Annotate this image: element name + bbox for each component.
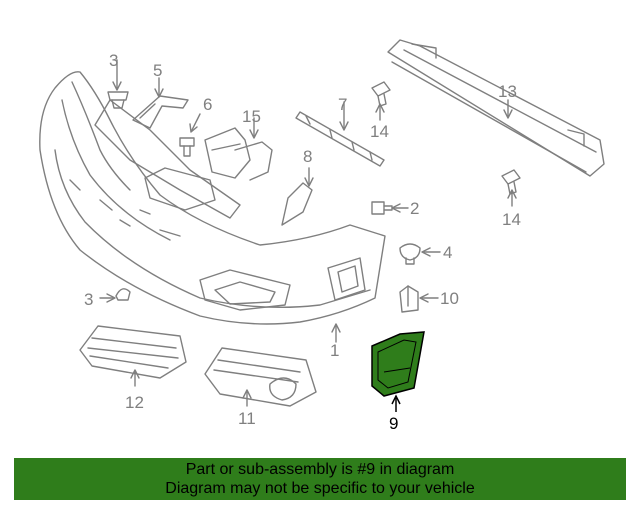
callout-11: 11 bbox=[238, 409, 256, 428]
bolt-part-6 bbox=[179, 113, 201, 157]
callout-13: 13 bbox=[498, 82, 517, 101]
clip-part-3-bottom bbox=[99, 288, 131, 303]
callout-8: 8 bbox=[303, 147, 312, 166]
highlighted-part-9 bbox=[371, 331, 425, 412]
callout-14-upper: 14 bbox=[370, 122, 389, 141]
callout-3-bottom: 3 bbox=[84, 290, 93, 309]
bolt-part-2 bbox=[371, 201, 409, 215]
callout-6: 6 bbox=[203, 95, 212, 114]
clip-part-10 bbox=[399, 285, 439, 313]
bracket-part-5 bbox=[132, 77, 189, 129]
parts-diagram: 1 2 3 3 4 5 6 7 8 9 10 11 12 13 14 14 15 bbox=[39, 39, 605, 433]
banner-line-2: Diagram may not be specific to your vehi… bbox=[165, 480, 475, 497]
bolt-part-14-upper bbox=[371, 81, 391, 121]
callout-10: 10 bbox=[440, 289, 459, 308]
bracket-part-7 bbox=[295, 101, 385, 167]
info-banner: Part or sub-assembly is #9 in diagram Di… bbox=[14, 458, 626, 500]
cover-part-8 bbox=[281, 167, 314, 226]
callout-14-lower: 14 bbox=[502, 210, 521, 229]
reinforcement-part-13 bbox=[387, 39, 605, 177]
callout-15: 15 bbox=[242, 107, 261, 126]
callout-4: 4 bbox=[443, 243, 452, 262]
bumper-cover bbox=[39, 71, 386, 325]
callout-1: 1 bbox=[330, 341, 339, 360]
callout-12: 12 bbox=[125, 393, 144, 412]
callout-2: 2 bbox=[410, 199, 419, 218]
sensor-part-15 bbox=[204, 117, 273, 181]
grille-part-11 bbox=[204, 347, 317, 407]
grille-part-12 bbox=[79, 325, 187, 387]
leader-part-1 bbox=[331, 323, 341, 343]
bolt-part-14-lower bbox=[501, 169, 521, 207]
callout-3-top: 3 bbox=[109, 51, 118, 70]
clip-part-3-top bbox=[107, 59, 129, 109]
callout-7: 7 bbox=[338, 95, 347, 114]
banner-line-1: Part or sub-assembly is #9 in diagram bbox=[185, 461, 455, 478]
callout-9: 9 bbox=[389, 414, 398, 433]
callout-5: 5 bbox=[153, 61, 162, 80]
grommet-part-4 bbox=[399, 243, 441, 265]
